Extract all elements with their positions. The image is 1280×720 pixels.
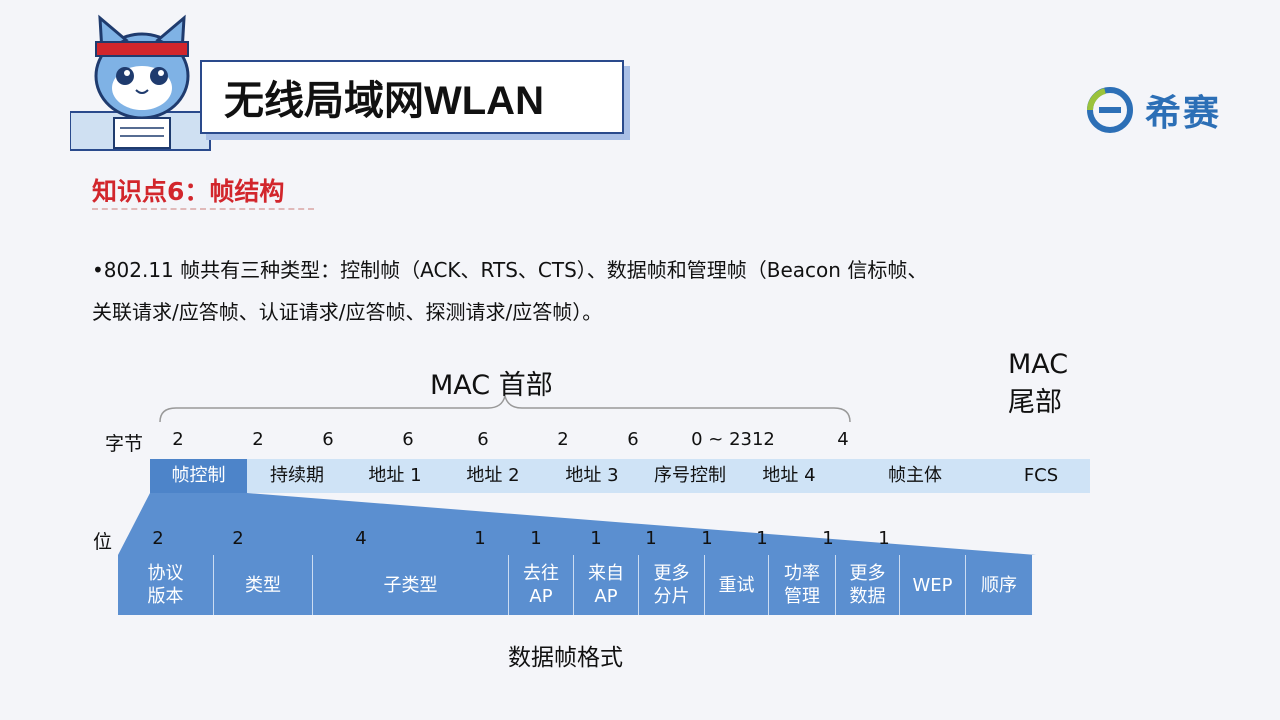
knowledge-point-heading: 知识点6：帧结构 bbox=[92, 177, 285, 206]
bit-count: 1 bbox=[701, 528, 713, 549]
bit-field-wep: WEP bbox=[900, 555, 966, 615]
byte-count: 6 bbox=[627, 429, 639, 450]
diagram-caption: 数据帧格式 bbox=[508, 645, 623, 671]
paragraph-line-2: 关联请求/应答帧、认证请求/应答帧、探测请求/应答帧）。 bbox=[92, 300, 603, 324]
frame-field-address-3: 地址 3 bbox=[565, 465, 619, 486]
byte-count: 6 bbox=[477, 429, 489, 450]
brand-logo: 希赛 bbox=[1085, 80, 1255, 140]
mac-trailer-label: MAC 尾部 bbox=[1008, 346, 1068, 422]
mac-frame-row bbox=[150, 459, 1090, 493]
byte-count: 2 bbox=[557, 429, 569, 450]
bit-field-retry: 重试 bbox=[705, 555, 769, 615]
bit-field-power-management: 功率管理 bbox=[769, 555, 836, 615]
byte-count: 6 bbox=[322, 429, 334, 450]
bit-row-label: 位 bbox=[93, 531, 113, 553]
frame-field-sequence-control: 序号控制 bbox=[654, 465, 726, 486]
byte-count: 2 bbox=[252, 429, 264, 450]
byte-count: 6 bbox=[402, 429, 414, 450]
mac-header-label: MAC 首部 bbox=[430, 370, 553, 401]
mac-trailer-label-line2: 尾部 bbox=[1008, 387, 1062, 418]
brand-logo-text: 希赛 bbox=[1145, 93, 1222, 134]
bit-count: 1 bbox=[878, 528, 890, 549]
bit-count: 1 bbox=[590, 528, 602, 549]
bit-count: 2 bbox=[232, 528, 244, 549]
bit-field-subtype: 子类型 bbox=[313, 555, 509, 615]
title-box: 无线局域网WLAN bbox=[200, 60, 624, 134]
byte-count: 0 ~ 2312 bbox=[691, 429, 775, 450]
bit-count: 4 bbox=[355, 528, 367, 549]
byte-count: 4 bbox=[837, 429, 849, 450]
mac-trailer-label-line1: MAC bbox=[1008, 349, 1069, 380]
paragraph-line-1: •802.11 帧共有三种类型：控制帧（ACK、RTS、CTS）、数据帧和管理帧… bbox=[92, 258, 928, 282]
byte-count: 2 bbox=[172, 429, 184, 450]
bit-field-more-fragments: 更多分片 bbox=[639, 555, 705, 615]
bit-field-type: 类型 bbox=[214, 555, 313, 615]
bit-count: 1 bbox=[474, 528, 486, 549]
bit-count: 1 bbox=[530, 528, 542, 549]
bit-count: 1 bbox=[822, 528, 834, 549]
bit-field-more-data: 更多数据 bbox=[836, 555, 900, 615]
bit-field-order: 顺序 bbox=[966, 555, 1032, 615]
frame-field-frame-body: 帧主体 bbox=[888, 465, 942, 486]
frame-field-fcs: FCS bbox=[1023, 465, 1059, 486]
cat-mascot-illustration bbox=[70, 14, 211, 151]
frame-field-frame-control: 帧控制 bbox=[150, 459, 247, 493]
page-title: 无线局域网WLAN bbox=[224, 79, 544, 123]
frame-field-duration: 持续期 bbox=[270, 465, 324, 486]
heading-underline bbox=[92, 208, 314, 210]
brand-logo-icon bbox=[1087, 87, 1133, 133]
bit-count: 1 bbox=[756, 528, 768, 549]
frame-field-address-4: 地址 4 bbox=[762, 465, 816, 486]
mac-header-brace bbox=[159, 395, 851, 423]
frame-field-address-2: 地址 2 bbox=[466, 465, 520, 486]
bit-count: 2 bbox=[152, 528, 164, 549]
frame-field-address-1: 地址 1 bbox=[368, 465, 422, 486]
bit-count: 1 bbox=[645, 528, 657, 549]
bit-field-protocol-version: 协议版本 bbox=[118, 555, 214, 615]
byte-row-label: 字节 bbox=[105, 433, 144, 455]
